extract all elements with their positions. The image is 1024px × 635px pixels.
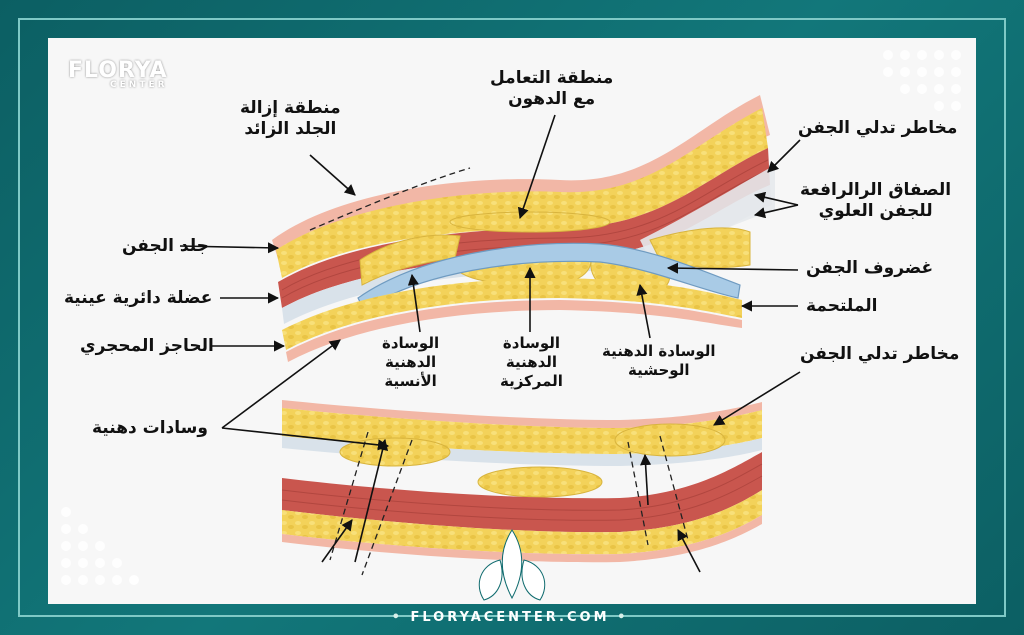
lower-central-fat-pad xyxy=(478,467,602,497)
brand-logo-top: FLORYA CENTER xyxy=(68,58,168,90)
label-skin-removal-zone: منطقة إزالة الجلد الزائد xyxy=(240,98,341,140)
label-central-fat-pad: الوسادة الدهنية المركزية xyxy=(500,334,563,391)
label-orbicularis: عضلة دائرية عينية xyxy=(64,288,212,309)
label-tarsus: غضروف الجفن xyxy=(806,258,933,279)
label-levator-aponeurosis: الصفاق الرالرافعة للجفن العلوي xyxy=(800,180,951,222)
footer-website: • FLORYACENTER.COM • xyxy=(380,610,640,625)
decor-dots-top-right xyxy=(883,50,961,111)
label-medial-pad-line3: الأنسية xyxy=(382,372,439,391)
label-fat-pads: وسادات دهنية xyxy=(92,418,208,439)
label-fat-zone-line1: منطقة التعامل xyxy=(490,68,613,89)
label-eyelid-skin: جلد الجفن xyxy=(122,236,209,257)
label-droop-risk-bottom: مخاطر تدلي الجفن xyxy=(800,344,959,365)
label-lateral-pad-line1: الوسادة الدهنية xyxy=(602,342,716,361)
footer-website-text: FLORYACENTER.COM xyxy=(410,610,609,625)
label-conjunctiva: الملتحمة xyxy=(806,296,877,317)
label-fat-zone: منطقة التعامل مع الدهون xyxy=(490,68,613,110)
label-levator-line1: الصفاق الرالرافعة xyxy=(800,180,951,201)
label-central-pad-line1: الوسادة xyxy=(500,334,563,353)
label-skin-removal-zone-line1: منطقة إزالة xyxy=(240,98,341,119)
upper-eyelid-section xyxy=(272,95,775,362)
label-medial-fat-pad: الوسادة الدهنية الأنسية xyxy=(382,334,439,391)
lower-lateral-fat-pad xyxy=(615,424,725,456)
footer-bullet-left: • xyxy=(392,610,403,625)
label-levator-line2: للجفن العلوي xyxy=(800,201,951,222)
label-medial-pad-line2: الدهنية xyxy=(382,353,439,372)
label-medial-pad-line1: الوسادة xyxy=(382,334,439,353)
label-central-pad-line3: المركزية xyxy=(500,372,563,391)
label-droop-risk-top: مخاطر تدلي الجفن xyxy=(798,118,957,139)
lower-eyelid-section xyxy=(282,400,762,575)
decor-dots-bottom-left xyxy=(61,507,139,585)
upper-central-fat-pad-top xyxy=(450,212,610,232)
label-lateral-pad-line2: الوحشية xyxy=(602,361,716,380)
footer-bullet-right: • xyxy=(617,610,628,625)
label-skin-removal-zone-line2: الجلد الزائد xyxy=(240,119,341,140)
label-septum: الحاجز المحجري xyxy=(80,336,214,357)
label-fat-zone-line2: مع الدهون xyxy=(490,89,613,110)
label-central-pad-line2: الدهنية xyxy=(500,353,563,372)
label-lateral-fat-pad: الوسادة الدهنية الوحشية xyxy=(602,342,716,380)
